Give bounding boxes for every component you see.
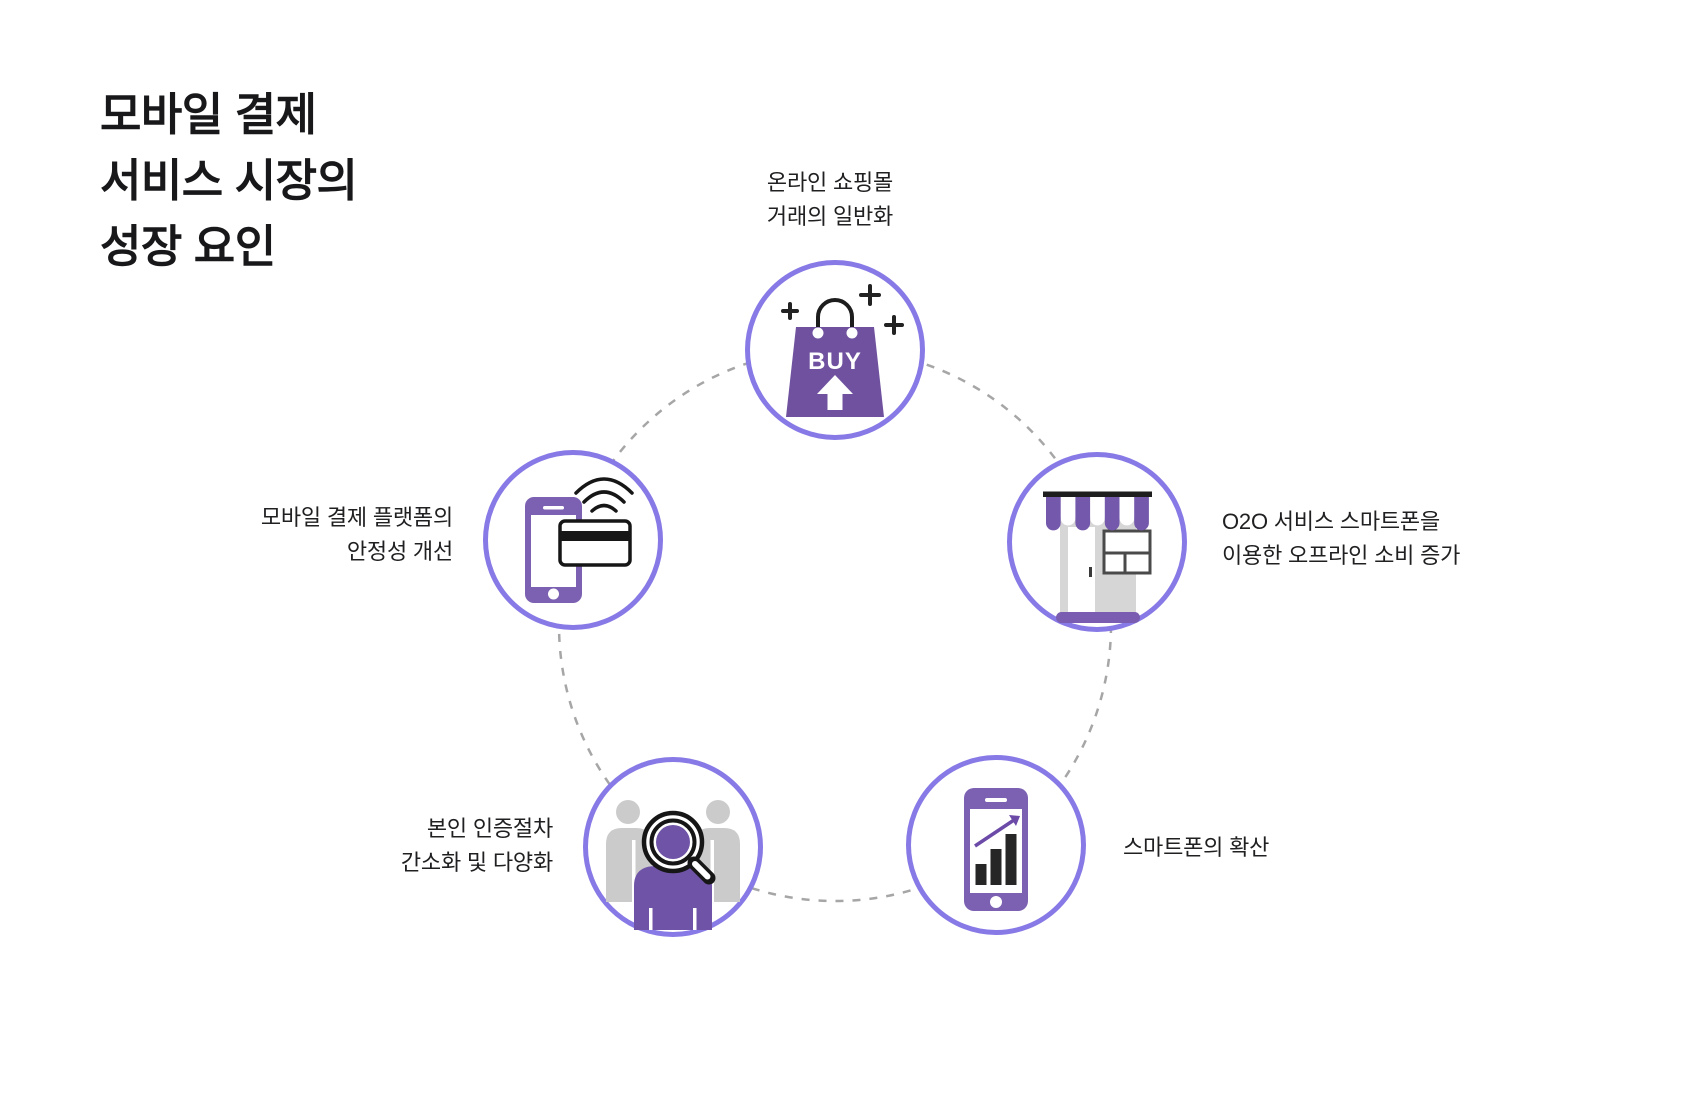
label-line: 거래의 일반화 [766, 204, 894, 229]
node-online-shopping: BUY [745, 260, 925, 440]
label-o2o-offline-consumption: O2O 서비스 스마트폰을 이용한 오프라인 소비 증가 [1222, 505, 1460, 573]
label-online-shopping: 온라인 쇼핑몰 거래의 일반화 [767, 166, 893, 234]
shopping-bag-buy-icon: BUY [781, 284, 904, 417]
page-title-line-1: 모바일 결제 [100, 89, 317, 140]
page-title-line-3: 성장 요인 [100, 221, 276, 272]
smartphone-growth-chart-icon [964, 788, 1028, 911]
label-line: 안정성 개선 [346, 539, 453, 564]
phone-card-nfc-icon [525, 477, 634, 603]
label-line: 본인 인증절차 [426, 816, 553, 841]
sparkle-plus-icon [859, 284, 881, 306]
buy-label: BUY [808, 348, 862, 375]
label-smartphone-spread: 스마트폰의 확산 [1123, 831, 1269, 865]
node-o2o-offline-consumption [1007, 452, 1187, 632]
sparkle-plus-icon [884, 315, 904, 335]
label-line: 스마트폰의 확산 [1123, 835, 1270, 860]
label-line: 모바일 결제 플랫폼의 [260, 505, 453, 530]
node-payment-platform-stability [483, 450, 663, 630]
label-identity-verification: 본인 인증절차 간소화 및 다양화 [401, 812, 553, 880]
node-identity-verification [583, 757, 763, 937]
page-title-line-2: 서비스 시장의 [100, 155, 358, 206]
label-line: 간소화 및 다양화 [400, 850, 553, 875]
node-smartphone-spread [906, 755, 1086, 935]
person-magnifier-icon [606, 800, 740, 930]
label-line: 온라인 쇼핑몰 [766, 170, 894, 195]
label-line: 이용한 오프라인 소비 증가 [1222, 543, 1461, 568]
label-line: O2O 서비스 스마트폰을 [1222, 509, 1441, 534]
storefront-icon [1043, 491, 1152, 623]
label-payment-platform-stability: 모바일 결제 플랫폼의 안정성 개선 [261, 501, 453, 569]
sparkle-plus-icon [781, 302, 799, 320]
page-title: 모바일 결제 서비스 시장의 성장 요인 [100, 82, 358, 280]
